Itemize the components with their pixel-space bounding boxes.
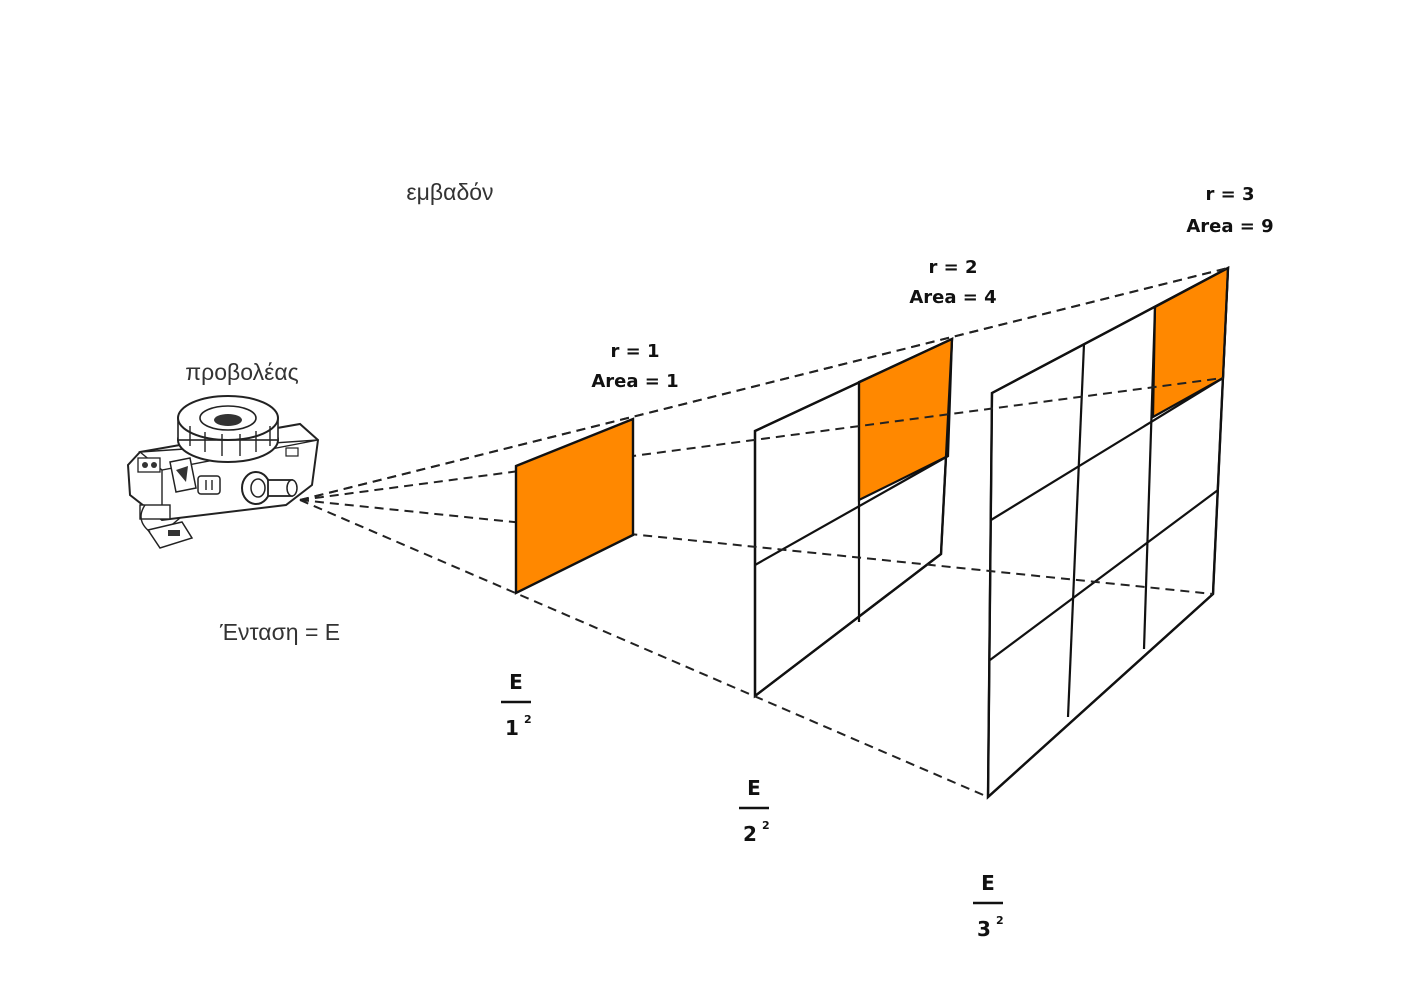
projection-rays <box>299 267 1229 798</box>
screen-r2 <box>753 337 954 699</box>
screen-r3-area-label: Area = 9 <box>1186 216 1273 237</box>
screen-r1-highlight-cell <box>514 417 635 595</box>
fraction-r3-exponent: 2 <box>996 914 1004 927</box>
screen-r2-radius-label: r = 2 <box>928 257 977 278</box>
fraction-r2-base: 2 <box>743 822 757 846</box>
screen-r1-radius-label: r = 1 <box>610 341 659 362</box>
screen-r2-area-label: Area = 4 <box>909 287 996 308</box>
fraction-r1-base: 1 <box>505 716 519 740</box>
fraction-r3-base: 3 <box>977 917 991 941</box>
intensity-fraction-r2: E 2 2 <box>739 776 770 846</box>
fraction-r2-numerator: E <box>747 776 761 800</box>
slide-projector-icon <box>126 395 320 549</box>
screen-r3-radius-label: r = 3 <box>1205 184 1254 205</box>
intensity-label: Ένταση = E <box>219 619 340 645</box>
screen-r3 <box>986 265 1230 800</box>
intensity-fraction-r3: E 3 2 <box>973 871 1004 941</box>
projector-label: προβολέας <box>185 359 298 385</box>
fraction-r2-exponent: 2 <box>762 819 770 832</box>
fraction-r1-exponent: 2 <box>524 713 532 726</box>
screen-r1 <box>514 417 635 595</box>
screen-r1-area-label: Area = 1 <box>591 371 678 392</box>
fraction-r3-numerator: E <box>981 871 995 895</box>
fraction-r1-numerator: E <box>509 670 523 694</box>
intensity-fraction-r1: E 1 2 <box>501 670 532 740</box>
area-word-label: εμβαδόν <box>406 179 493 205</box>
